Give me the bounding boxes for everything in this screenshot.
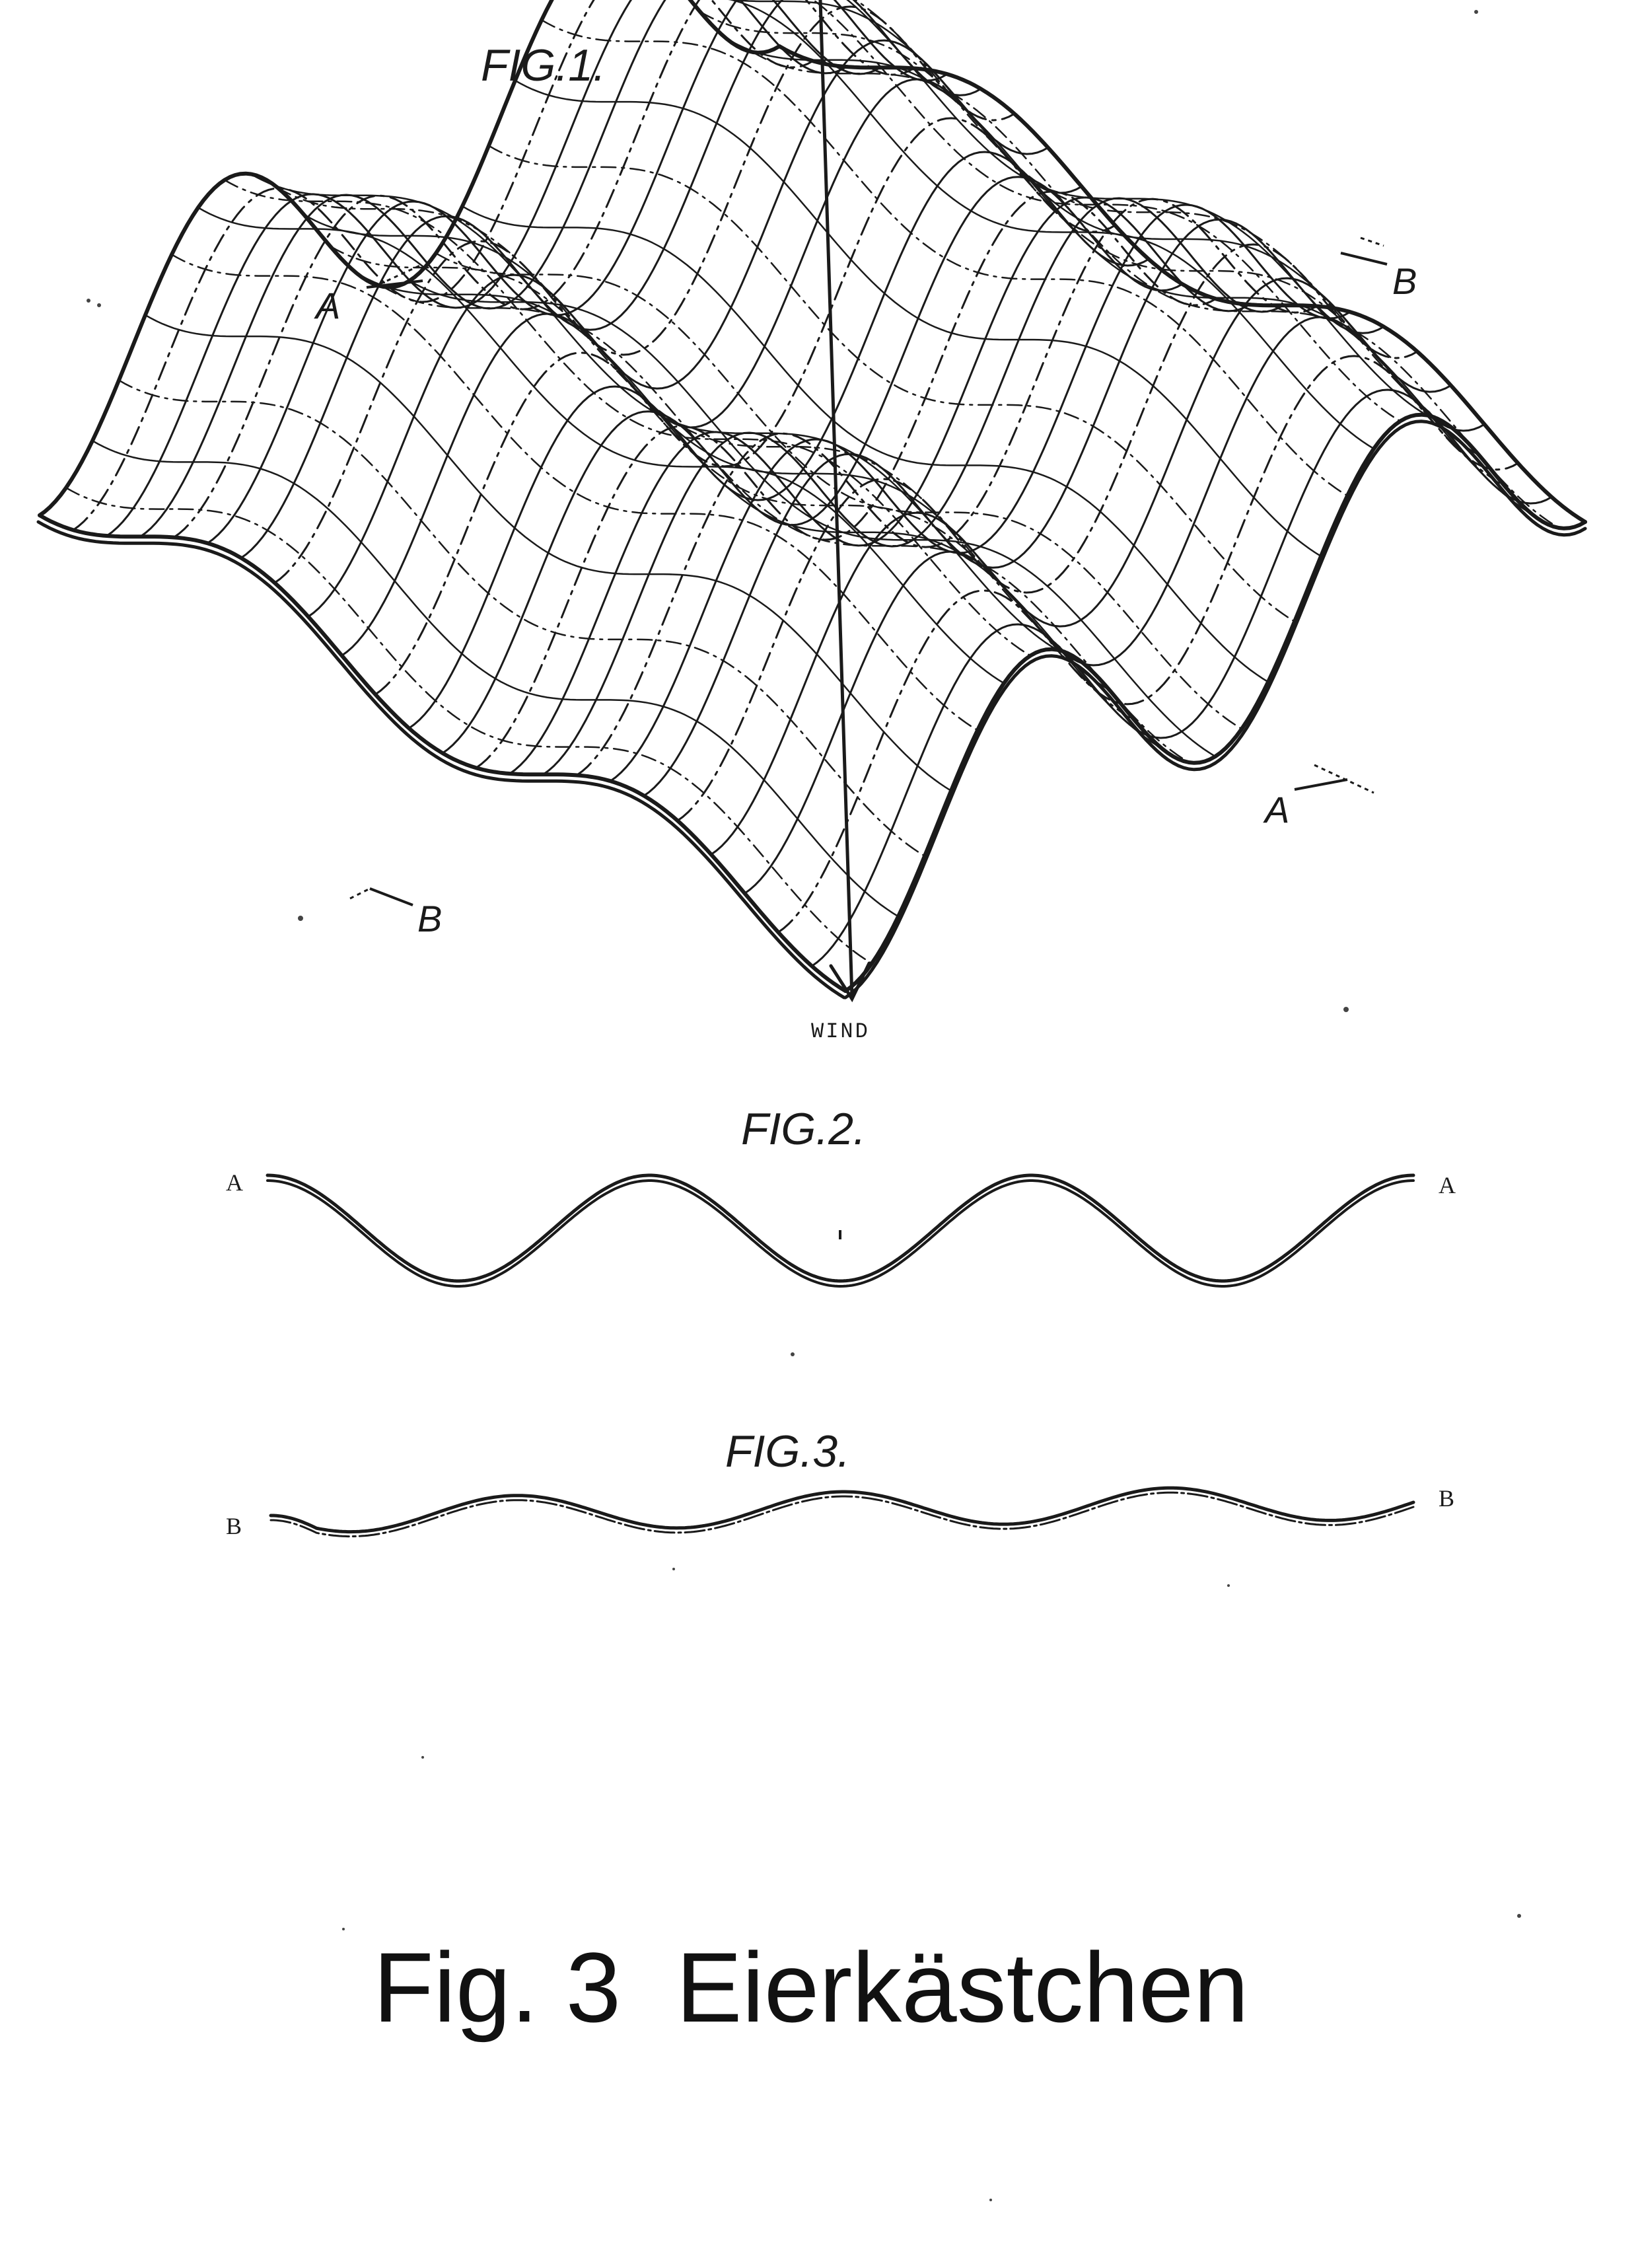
wind-arrow-shaft [818, 0, 854, 1000]
profile-b-inner [269, 1491, 1415, 1538]
surface-cross-line [812, 0, 1402, 422]
surface-front-edge [843, 420, 1587, 1000]
wind-label: WIND [811, 1019, 870, 1044]
profile-a-left-label: A [226, 1169, 243, 1196]
surface-cross-line [118, 379, 926, 857]
section-label-b-left: B [417, 898, 442, 939]
fig1-label: FIG.1. [481, 40, 606, 91]
surface-cross-line [355, 272, 1164, 750]
surface-cross-line [170, 254, 979, 731]
surface-cross-line [540, 19, 1349, 497]
profile-b-outer [269, 1486, 1415, 1534]
surface-cross-line [729, 0, 1375, 450]
surface-cross-line [408, 279, 1217, 758]
caption: Fig. 3 Eierkästchen [373, 1932, 1249, 2043]
surface-line [575, 198, 1318, 776]
surface-cross-line [461, 205, 1269, 683]
profile-b-right-label: B [1439, 1485, 1454, 1512]
section-label-a-right: A [1263, 789, 1289, 830]
surface-cross-line [91, 439, 900, 918]
scan-specks [87, 10, 1521, 2201]
surface-cross-line [752, 51, 1560, 529]
profile-a-outer [266, 1173, 1415, 1283]
profile-section-b [269, 1486, 1415, 1538]
surface-left-edge [36, 520, 846, 1000]
surface-cross-line [514, 79, 1322, 558]
wind-arrow-head [829, 961, 871, 1003]
surface-cross-line [854, 0, 1454, 430]
surface-cross-line [725, 38, 1534, 515]
profile-a-right-label: A [1439, 1172, 1456, 1198]
surface-cross-line [38, 513, 847, 993]
wind-arrow [818, 0, 871, 1003]
section-marker-a-right: A [1263, 764, 1374, 830]
section-label-a-left: A [314, 285, 340, 326]
surface-cross-line [65, 487, 873, 965]
surface-line [542, 197, 1284, 776]
fig2-label: FIG.2. [741, 1104, 866, 1154]
profile-a-inner [266, 1179, 1415, 1288]
surface-cross-line [223, 179, 1032, 657]
section-label-b-right: B [1392, 260, 1417, 302]
section-marker-b-left: B [349, 887, 442, 939]
surface-cross-line [435, 252, 1243, 730]
surface-cross-line [197, 206, 1005, 684]
surface-cross-line [382, 285, 1190, 764]
surface-line [777, 355, 1519, 933]
surface-line [609, 203, 1351, 782]
egg-crate-surface [36, 0, 1587, 1000]
surface-cross-line [777, 44, 1587, 524]
profile-section-a [266, 1173, 1415, 1288]
surface-line [38, 0, 781, 517]
section-marker-b-right: B [1340, 237, 1417, 302]
surface-line [710, 277, 1452, 856]
fig3-label: FIG.3. [725, 1426, 850, 1477]
profile-b-left-label: B [226, 1513, 242, 1539]
surface-cross-line [144, 314, 952, 792]
section-marker-a-left: A [314, 263, 423, 326]
surface-line [744, 316, 1485, 895]
surface-line [843, 412, 1587, 993]
surface-cross-line [487, 145, 1296, 622]
